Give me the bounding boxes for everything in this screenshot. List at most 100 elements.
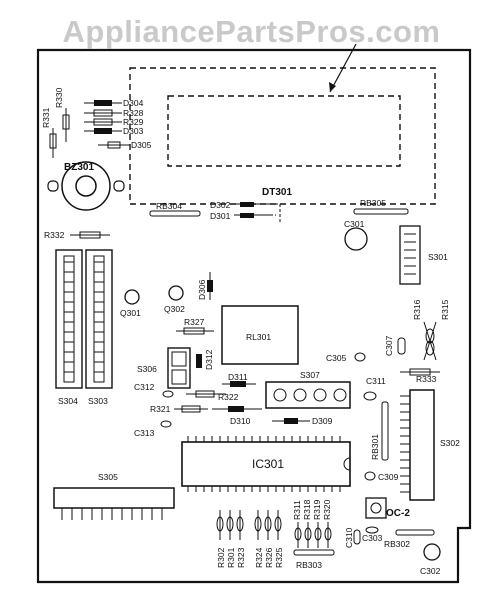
label-bz301: BZ301 — [64, 162, 94, 173]
resistor-r331 — [49, 133, 57, 149]
label-q301: Q301 — [120, 308, 141, 318]
label-s304: S304 — [58, 396, 78, 406]
label-d310: D310 — [230, 416, 251, 426]
label-rb301: RB301 — [370, 434, 380, 460]
label-r318: R318 — [302, 499, 312, 520]
connector-s301 — [399, 225, 421, 285]
diode-d310 — [228, 406, 244, 412]
watermark-text: AppliancePartsPros.com — [62, 14, 441, 49]
transistor-q302 — [168, 285, 184, 301]
resistor-r333 — [409, 368, 431, 376]
label-oc2: OC-2 — [386, 508, 410, 519]
buzzer-bz301 — [61, 161, 111, 211]
resistors-r302-r323 — [216, 510, 244, 540]
label-c305: C305 — [326, 353, 347, 363]
label-c313: C313 — [134, 428, 155, 438]
chip-ic301-pins-bottom — [187, 486, 341, 492]
label-c302: C302 — [420, 566, 441, 576]
capacitor-c313 — [160, 420, 172, 428]
label-c309: C309 — [378, 472, 399, 482]
s306-pin-1 — [171, 351, 187, 367]
label-q302: Q302 — [164, 304, 185, 314]
resistor-bank-rb301 — [381, 401, 389, 461]
label-r316: R316 — [412, 299, 422, 320]
s307-pin-4 — [333, 388, 347, 402]
label-c303: C303 — [362, 533, 383, 543]
label-c301: C301 — [344, 219, 365, 229]
resistors-r315-r316 — [423, 321, 437, 361]
connector-s305-pins — [61, 508, 163, 520]
label-r331: R331 — [41, 107, 51, 128]
label-r330: R330 — [54, 87, 64, 108]
diode-d311 — [230, 381, 246, 387]
relay-rl301 — [221, 305, 299, 365]
label-rl301: RL301 — [246, 332, 271, 342]
capacitor-c302 — [423, 543, 441, 561]
label-r311: R311 — [292, 500, 302, 520]
resistor-bank-rb303 — [293, 549, 335, 556]
capacitor-c312 — [162, 390, 174, 398]
label-r328: R328 — [123, 108, 144, 118]
resistor-r327 — [183, 327, 205, 335]
label-s303: S303 — [88, 396, 108, 406]
label-c307: C307 — [384, 335, 394, 356]
display-pointer-arrowhead — [329, 82, 336, 92]
label-r301: R301 — [226, 547, 236, 568]
label-s307: S307 — [300, 370, 320, 380]
connector-s306 — [167, 347, 191, 389]
label-d304: D304 — [123, 98, 144, 108]
label-d306: D306 — [197, 279, 207, 300]
label-r327: R327 — [184, 317, 205, 327]
diode-d303 — [94, 128, 112, 134]
opto-oc2 — [365, 497, 387, 519]
label-ic301: IC301 — [252, 457, 284, 471]
s307-pin-1 — [273, 388, 287, 402]
label-d302: D302 — [210, 200, 231, 210]
resistor-r329 — [93, 118, 113, 126]
label-rb305: RB305 — [360, 198, 386, 208]
label-r329: R329 — [123, 117, 144, 127]
capacitor-c310 — [353, 529, 361, 545]
label-r322: R322 — [218, 392, 239, 402]
resistor-r322 — [195, 390, 215, 398]
connector-s304 — [55, 249, 83, 389]
resistor-bank-rb304 — [149, 210, 201, 217]
label-s302: S302 — [440, 438, 460, 448]
resistor-bank-rb302 — [395, 529, 435, 536]
capacitor-c305 — [354, 352, 366, 362]
label-r315: R315 — [440, 299, 450, 320]
label-rb304: RB304 — [156, 201, 182, 211]
label-c312: C312 — [134, 382, 155, 392]
diode-d306 — [207, 280, 213, 292]
label-s306: S306 — [137, 364, 157, 374]
label-r324: R324 — [254, 547, 264, 568]
diode-d309 — [284, 418, 298, 424]
opto-oc2-dot — [370, 502, 382, 514]
board-outline — [36, 48, 472, 584]
label-r332: R332 — [44, 230, 65, 240]
transistor-q301 — [124, 289, 140, 305]
buzzer-ring — [75, 175, 97, 197]
label-r325: R325 — [274, 547, 284, 568]
label-rb302: RB302 — [384, 539, 410, 549]
connector-s303 — [85, 249, 113, 389]
label-rb303: RB303 — [296, 560, 322, 570]
s307-pin-3 — [313, 388, 327, 402]
label-r326: R326 — [264, 547, 274, 568]
diode-d304 — [94, 100, 112, 106]
connector-s301-pins — [404, 233, 416, 275]
connector-s307 — [265, 381, 351, 409]
buzzer-tab-left — [47, 180, 59, 192]
label-r323: R323 — [236, 547, 246, 568]
label-c311: C311 — [366, 376, 386, 386]
capacitor-c303 — [365, 526, 379, 534]
label-d305: D305 — [131, 140, 152, 150]
resistor-r328 — [93, 109, 113, 117]
connector-s302 — [409, 389, 435, 501]
capacitor-c311 — [363, 391, 377, 401]
connector-s302-pins — [400, 395, 410, 493]
label-d301: D301 — [210, 211, 231, 221]
label-d303: D303 — [123, 126, 144, 136]
